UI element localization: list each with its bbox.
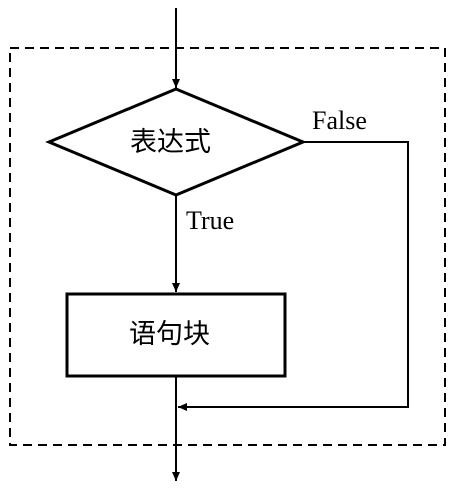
false-label: False <box>312 106 367 135</box>
condition-label: 表达式 <box>130 127 211 158</box>
true-label: True <box>186 206 235 235</box>
false-branch-arrow <box>178 141 409 411</box>
statement-block <box>65 292 287 378</box>
statement-block-label: 语句块 <box>129 319 210 350</box>
loop-boundary <box>9 47 446 446</box>
